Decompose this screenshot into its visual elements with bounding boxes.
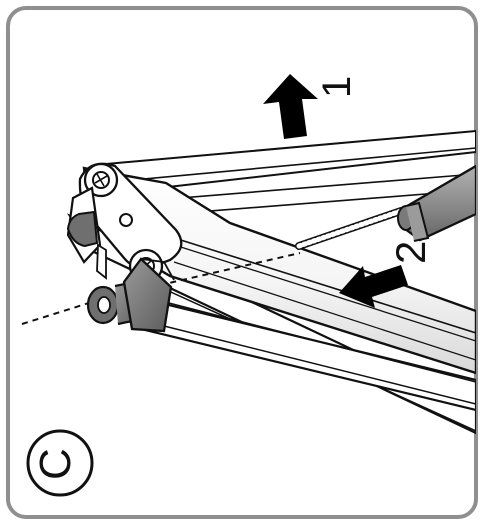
screwdriver (295, 164, 476, 250)
front-block (122, 257, 173, 333)
step-2-label: 2 (387, 241, 434, 264)
step-1-arrow (263, 74, 318, 139)
small-hole (119, 213, 133, 227)
bracket-bushing (66, 210, 99, 248)
step-2-arrow (339, 265, 408, 308)
step-1-label: 1 (315, 76, 359, 98)
panel-label-badge: C (26, 429, 94, 497)
panel-label: C (31, 448, 80, 480)
